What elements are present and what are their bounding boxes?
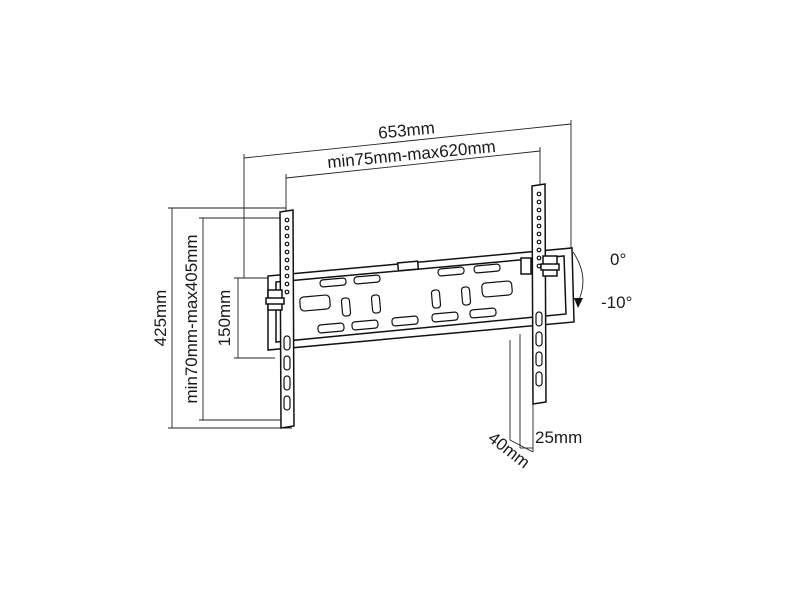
dimension-labels: 653mm min75mm-max620mm 425mm min70mm-max… [151, 118, 632, 472]
vesa-height-label: min70mm-max405mm [182, 234, 201, 403]
left-arm-holes [283, 217, 291, 411]
right-arm [520, 183, 560, 405]
tilt-start-label: 0° [610, 250, 626, 269]
overall-height-label: 425mm [151, 290, 170, 347]
plate-height-label: 150mm [215, 290, 234, 347]
depth-max-label: 40mm [485, 428, 534, 472]
depth-min-label: 25mm [535, 428, 582, 447]
wall-plate [267, 247, 575, 351]
vesa-width-label: min75mm-max620mm [326, 137, 496, 172]
right-arm-holes [535, 191, 543, 387]
left-arm [265, 209, 295, 429]
tilt-end-label: -10° [601, 293, 632, 312]
plate-slots [299, 263, 513, 334]
